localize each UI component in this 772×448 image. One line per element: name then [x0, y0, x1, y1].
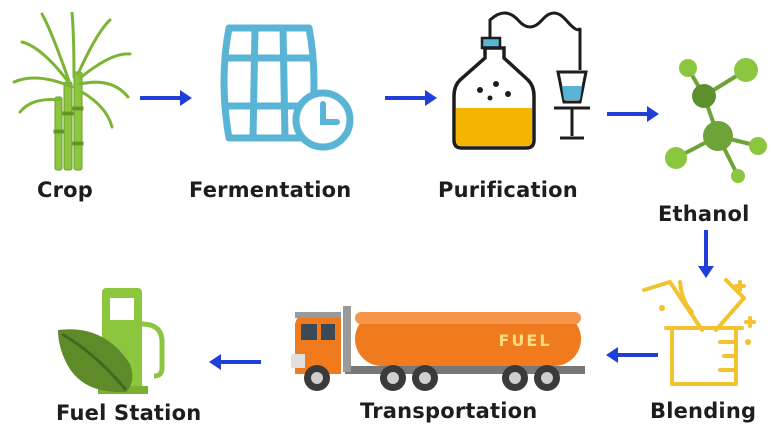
step-transportation: FUEL Transportation	[285, 290, 595, 448]
step-ethanol-label: Ethanol	[658, 202, 750, 226]
arrow-fermentation-to-purification	[383, 88, 439, 108]
step-fuel-station-label: Fuel Station	[56, 401, 202, 425]
step-transportation-label: Transportation	[360, 399, 538, 423]
beaker-icon	[642, 278, 756, 386]
step-crop-label: Crop	[37, 178, 94, 202]
arrow-purification-to-ethanol	[605, 104, 661, 124]
step-fuel-station: Fuel Station	[40, 280, 240, 448]
molecule-icon	[665, 58, 767, 183]
step-fermentation: Fermentation	[185, 0, 375, 215]
arrow-crop-to-fermentation	[138, 88, 194, 108]
arrow-transportation-to-fuel-station	[207, 352, 263, 372]
arrow-blending-to-transportation	[604, 345, 660, 365]
sugarcane-icon	[12, 12, 132, 171]
step-purification-label: Purification	[438, 178, 578, 202]
truck-fuel-text: FUEL	[498, 331, 551, 350]
distillation-flask-icon	[452, 11, 590, 150]
step-blending: Blending	[630, 268, 772, 448]
arrow-ethanol-to-blending	[696, 228, 716, 280]
step-ethanol: Ethanol	[650, 40, 772, 230]
step-purification: Purification	[430, 0, 600, 215]
step-crop: Crop	[0, 0, 140, 215]
step-fermentation-label: Fermentation	[189, 178, 352, 202]
fuel-tanker-truck-icon: FUEL	[291, 306, 585, 391]
step-blending-label: Blending	[650, 399, 757, 423]
barrel-clock-icon	[220, 24, 354, 151]
fuel-pump-leaf-icon	[58, 288, 165, 394]
